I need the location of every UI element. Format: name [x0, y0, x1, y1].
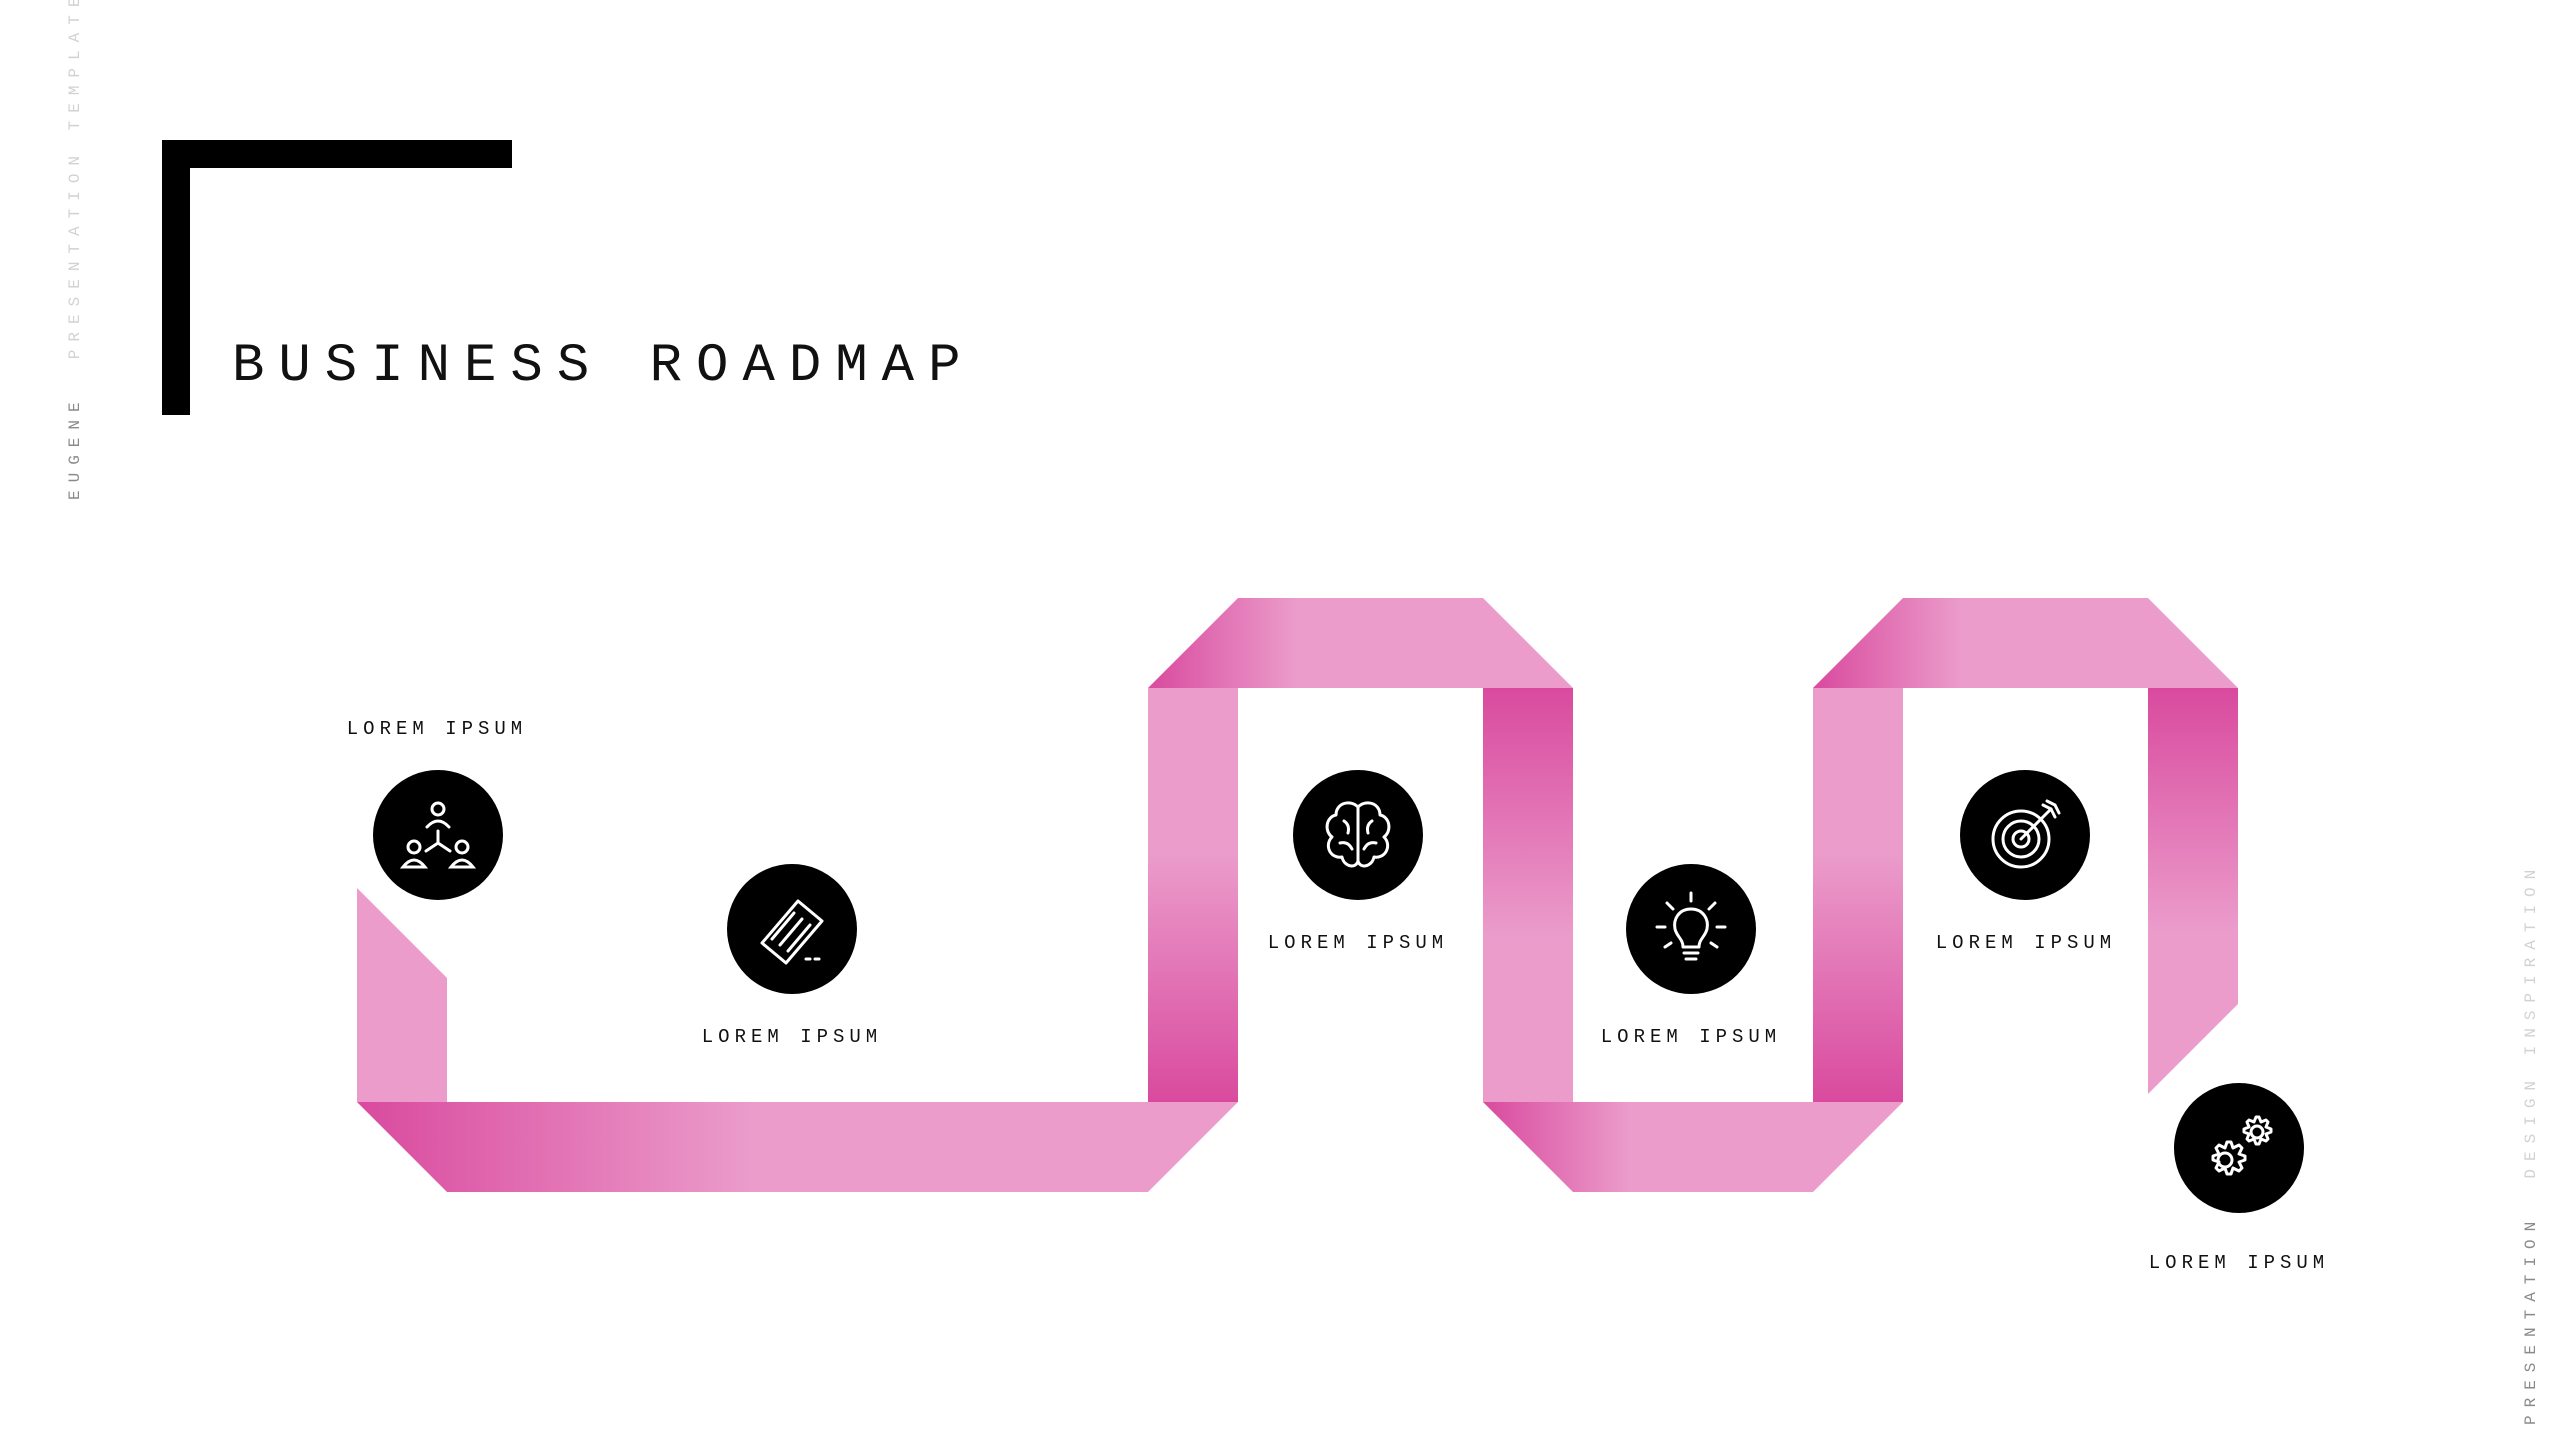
step-2-circle — [727, 864, 857, 994]
ribbon-start-tail — [357, 888, 447, 1102]
step-2-label: LOREM IPSUM — [701, 1026, 883, 1048]
ribbon-end-tail — [2148, 688, 2238, 1094]
title-bracket-top — [162, 140, 512, 168]
step-6-label: LOREM IPSUM — [2148, 1252, 2330, 1274]
step-4-label: LOREM IPSUM — [1600, 1026, 1782, 1048]
ribbon-up-leg-1 — [1148, 688, 1238, 1102]
ticket-icon — [760, 899, 824, 965]
ribbon-top-band-1 — [1148, 598, 1573, 688]
step-5-label: LOREM IPSUM — [1935, 932, 2117, 954]
ribbon-top-band-2 — [1813, 598, 2238, 688]
page-title: BUSINESS ROADMAP — [232, 336, 975, 397]
gears-icon — [2211, 1115, 2273, 1176]
step-1-circle — [373, 770, 503, 900]
lightbulb-icon — [1655, 891, 1727, 961]
step-6-circle — [2174, 1083, 2304, 1213]
ribbon-bottom-band-1 — [357, 1102, 1238, 1192]
brain-icon — [1325, 801, 1391, 868]
title-bracket-side — [162, 140, 190, 415]
people-network-icon — [399, 801, 477, 869]
step-5-circle — [1960, 770, 2090, 900]
target-icon — [1991, 799, 2061, 869]
ribbon-up-leg-2 — [1813, 688, 1903, 1102]
step-3-circle — [1293, 770, 1423, 900]
ribbon-down-leg-1 — [1483, 688, 1573, 1102]
step-1-label: LOREM IPSUM — [346, 718, 528, 740]
ribbon-bottom-band-2 — [1483, 1102, 1903, 1192]
step-4-circle — [1626, 864, 1756, 994]
step-3-label: LOREM IPSUM — [1267, 932, 1449, 954]
